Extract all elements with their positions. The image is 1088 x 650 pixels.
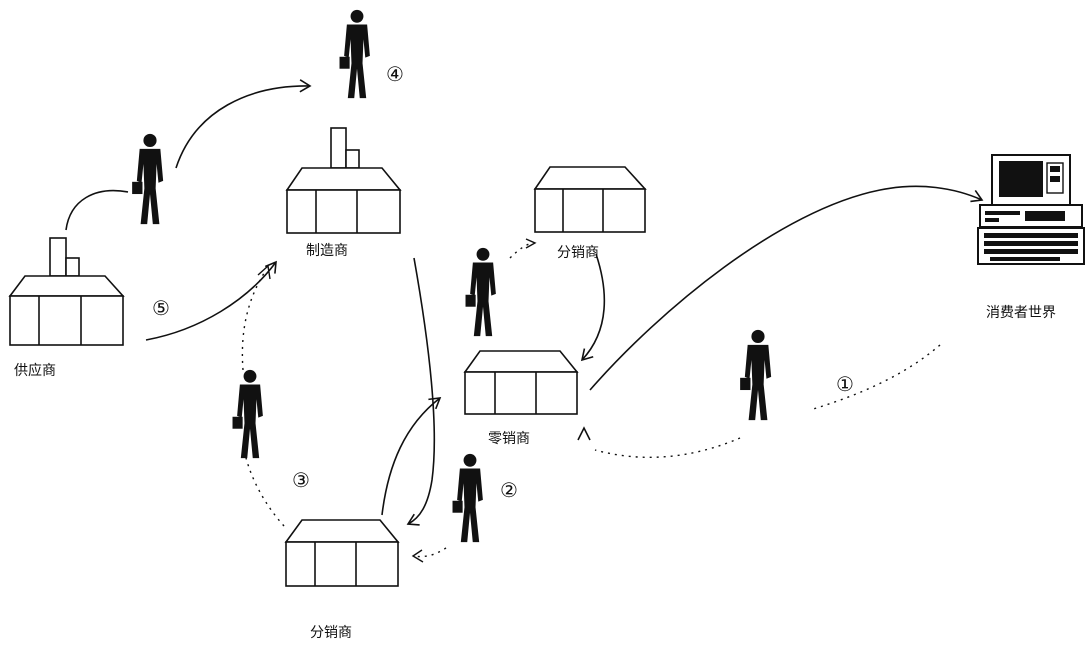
flow-arrow xyxy=(381,397,442,516)
retailer-label: 零销商 xyxy=(488,431,530,447)
consumer-world-label: 消费者世界 xyxy=(986,305,1056,321)
step-marker-2: ② xyxy=(500,478,518,502)
distributor-top-label: 分销商 xyxy=(557,245,599,261)
arrowhead xyxy=(257,264,271,280)
computer-icon xyxy=(977,154,1085,265)
businessman-icon xyxy=(339,9,370,99)
businessman-icon xyxy=(132,133,164,225)
supplier-building xyxy=(8,237,125,346)
distributor-top-building xyxy=(533,166,647,233)
retailer-building xyxy=(463,350,579,415)
step-marker-3: ③ xyxy=(292,468,310,492)
flow-arrow-dotted xyxy=(594,344,941,458)
flow-arrow xyxy=(406,257,436,526)
step-marker-5: ⑤ xyxy=(152,296,170,320)
flow-arrow xyxy=(145,260,277,341)
flow-arrow xyxy=(175,79,312,169)
flow-arrow xyxy=(580,253,606,362)
businessman-icon xyxy=(740,329,772,421)
flow-arrow-dotted xyxy=(241,269,285,527)
flow-arrow xyxy=(65,189,129,231)
flow-arrow xyxy=(589,185,984,391)
arrowhead xyxy=(577,426,591,441)
businessman-icon xyxy=(232,369,263,459)
businessman-icon xyxy=(452,453,483,543)
distributor-bottom-label: 分销商 xyxy=(310,625,352,641)
distributor-bottom-building xyxy=(284,519,400,587)
businessman-icon xyxy=(465,247,496,337)
supplier-label: 供应商 xyxy=(14,363,56,379)
manufacturer-building xyxy=(285,127,402,234)
arrowhead xyxy=(525,238,537,249)
step-marker-1: ① xyxy=(836,372,854,396)
manufacturer-label: 制造商 xyxy=(306,243,348,259)
flow-arrow-dotted xyxy=(509,242,533,259)
step-marker-4: ④ xyxy=(386,62,404,86)
arrowhead xyxy=(411,549,424,563)
